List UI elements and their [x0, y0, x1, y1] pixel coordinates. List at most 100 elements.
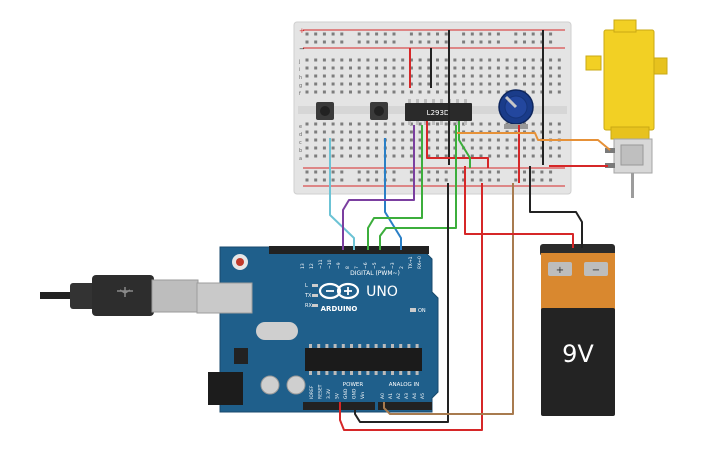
breadboard-hole: [549, 146, 553, 150]
rail-hole: [305, 170, 309, 174]
battery-label: 9V: [562, 340, 594, 368]
pin-label: 7: [354, 266, 360, 269]
on-led: [410, 308, 416, 312]
breadboard-hole: [531, 122, 535, 126]
rail-hole: [340, 32, 344, 36]
rail-hole: [540, 32, 544, 36]
rail-hole: [470, 32, 474, 36]
breadboard-hole: [505, 74, 509, 78]
breadboard-hole: [557, 90, 561, 94]
rail-hole: [496, 178, 500, 182]
breadboard-holes: [305, 32, 561, 182]
breadboard-hole: [340, 90, 344, 94]
breadboard-hole: [436, 82, 439, 86]
breadboard-hole: [314, 138, 318, 142]
breadboard-hole: [357, 82, 361, 86]
row-letter-f: f: [299, 91, 301, 97]
pin-label: ~9: [336, 262, 342, 269]
chip-pin: [358, 344, 362, 348]
breadboard-hole: [314, 154, 318, 158]
breadboard-hole: [383, 66, 387, 70]
potentiometer[interactable]: [498, 89, 534, 129]
row-letter-c: c: [299, 140, 302, 146]
breadboard-hole: [444, 66, 448, 70]
breadboard-hole: [322, 154, 326, 158]
pin-label: A0: [380, 393, 386, 399]
breadboard-hole: [375, 130, 379, 134]
rail-hole: [331, 178, 335, 182]
breadboard-hole: [409, 122, 413, 126]
push-button-right[interactable]: [370, 102, 388, 120]
chip-pin: [317, 344, 321, 348]
rail-hole: [305, 178, 309, 182]
breadboard-hole: [444, 82, 448, 86]
breadboard-hole: [392, 58, 396, 62]
breadboard-hole: [470, 90, 474, 94]
rail-hole: [314, 178, 318, 182]
breadboard-hole: [340, 82, 344, 86]
rail-hole: [540, 178, 544, 182]
breadboard-hole: [444, 154, 448, 158]
breadboard-hole: [531, 74, 535, 78]
breadboard-hole: [523, 82, 526, 86]
rail-hole: [366, 170, 370, 174]
breadboard-hole: [505, 146, 509, 150]
breadboard-hole: [453, 138, 457, 142]
breadboard-hole: [514, 146, 518, 150]
rail-hole: [418, 178, 422, 182]
rail-hole: [514, 32, 518, 36]
breadboard-hole: [357, 146, 361, 150]
rail-hole: [314, 40, 318, 44]
rail-hole: [462, 178, 466, 182]
pin-label: A1: [388, 393, 394, 399]
breadboard-hole: [470, 122, 474, 126]
breadboard-hole: [409, 82, 413, 86]
breadboard-hole: [540, 90, 544, 94]
breadboard-hole: [418, 130, 422, 134]
rail-hole: [357, 170, 361, 174]
chip-pin: [399, 371, 403, 375]
breadboard-hole: [357, 58, 361, 62]
breadboard-hole: [549, 82, 553, 86]
pin-label: ~6: [363, 262, 369, 269]
breadboard-hole: [418, 82, 422, 86]
breadboard-hole: [357, 74, 361, 78]
breadboard-hole: [392, 154, 396, 158]
breadboard-hole: [470, 138, 474, 142]
chip-pin: [341, 344, 345, 348]
arduino-uno: ARDUINO UNO DIGITAL (PWM~) POWER ANALOG …: [196, 246, 439, 413]
breadboard-hole: [392, 66, 396, 70]
rail-hole: [427, 178, 431, 182]
arduino-logo-icon: [318, 282, 360, 300]
push-button-left[interactable]: [316, 102, 334, 120]
pin-label: ~5: [372, 262, 378, 269]
breadboard-hole: [366, 130, 370, 134]
breadboard-hole: [427, 66, 431, 70]
breadboard-hole: [322, 74, 326, 78]
wire-purple-d9: [342, 125, 415, 250]
breadboard-hole: [453, 146, 457, 150]
rail-hole: [496, 32, 500, 36]
breadboard-hole: [514, 154, 518, 158]
breadboard-hole: [357, 154, 361, 158]
breadboard-hole: [401, 122, 405, 126]
pin-label: RX←0: [417, 256, 423, 269]
chip-pin: [415, 344, 419, 348]
rail-hole: [523, 178, 526, 182]
breadboard-hole: [505, 58, 509, 62]
chip-pin: [325, 371, 329, 375]
breadboard-hole: [305, 82, 309, 86]
breadboard-hole: [409, 146, 413, 150]
usb-icon: [117, 287, 133, 297]
rail-hole: [436, 40, 439, 44]
pin-label: 13: [300, 263, 306, 269]
breadboard-hole: [540, 154, 544, 158]
breadboard-hole: [436, 138, 439, 142]
rail-hole: [470, 170, 474, 174]
breadboard-hole: [453, 122, 457, 126]
arduino-brand: ARDUINO: [321, 305, 358, 313]
breadboard-hole: [409, 58, 413, 62]
rail-hole: [418, 32, 422, 36]
